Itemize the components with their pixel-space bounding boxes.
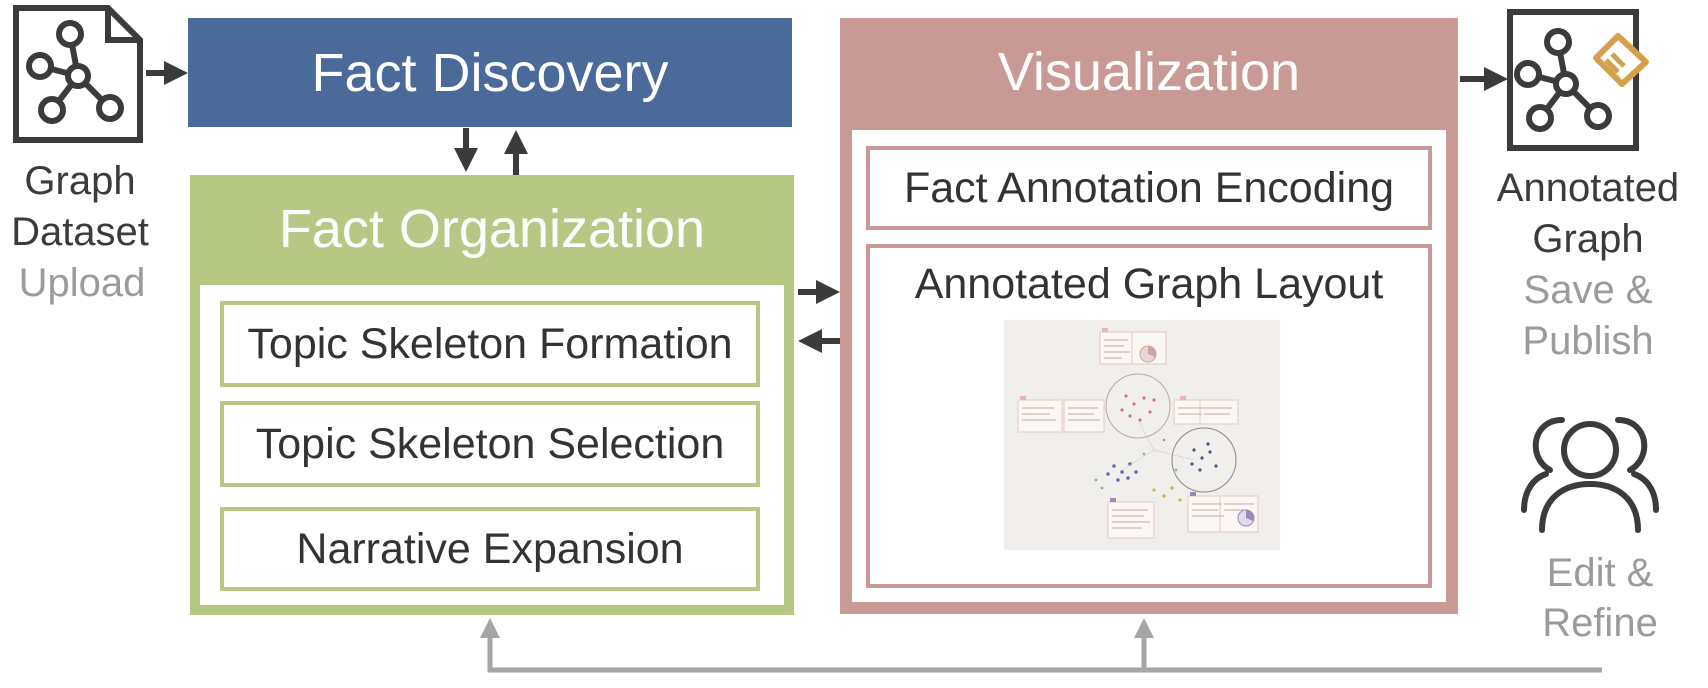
fact-annotation-encoding-label: Fact Annotation Encoding [903,163,1395,212]
graph-output-label: Graph [1532,217,1644,261]
refine-label[interactable]: Refine [1542,601,1658,645]
visualization-title: Visualization [997,42,1301,102]
narrative-expansion-step[interactable]: Narrative Expansion [220,507,760,591]
dataset-label: Dataset [11,210,149,254]
annotated-graph-icon [1500,8,1660,152]
fact-annotation-encoding-step[interactable]: Fact Annotation Encoding [866,146,1432,230]
annotated-graph-layout-label: Annotated Graph Layout [914,259,1384,308]
annotated-graph-thumbnail [1004,320,1280,550]
fact-discovery-box[interactable]: Fact Discovery [188,18,792,127]
fact-organization-box: Fact Organization Topic Skeleton Formati… [190,175,794,615]
topic-skeleton-formation-step[interactable]: Topic Skeleton Formation [220,301,760,387]
graph-label: Graph [24,159,136,203]
save-label[interactable]: Save & [1523,268,1653,312]
users-icon [1520,410,1660,534]
upload-label[interactable]: Upload [18,261,146,305]
annotated-graph-layout-step[interactable]: Annotated Graph Layout [866,244,1432,588]
fact-organization-title: Fact Organization [278,199,706,259]
publish-label[interactable]: Publish [1522,319,1654,363]
fact-discovery-title: Fact Discovery [311,42,669,103]
feedback-loop-line [480,618,1602,673]
visualization-panel: Fact Annotation Encoding Annotated Graph… [852,130,1446,602]
fact-organization-panel: Topic Skeleton Formation Topic Skeleton … [200,285,784,605]
annotated-label: Annotated [1496,166,1680,210]
visualization-box: Visualization Fact Annotation Encoding A… [840,18,1458,614]
edit-label[interactable]: Edit & [1546,551,1654,595]
graph-document-icon [12,4,144,144]
topic-skeleton-selection-step[interactable]: Topic Skeleton Selection [220,401,760,487]
